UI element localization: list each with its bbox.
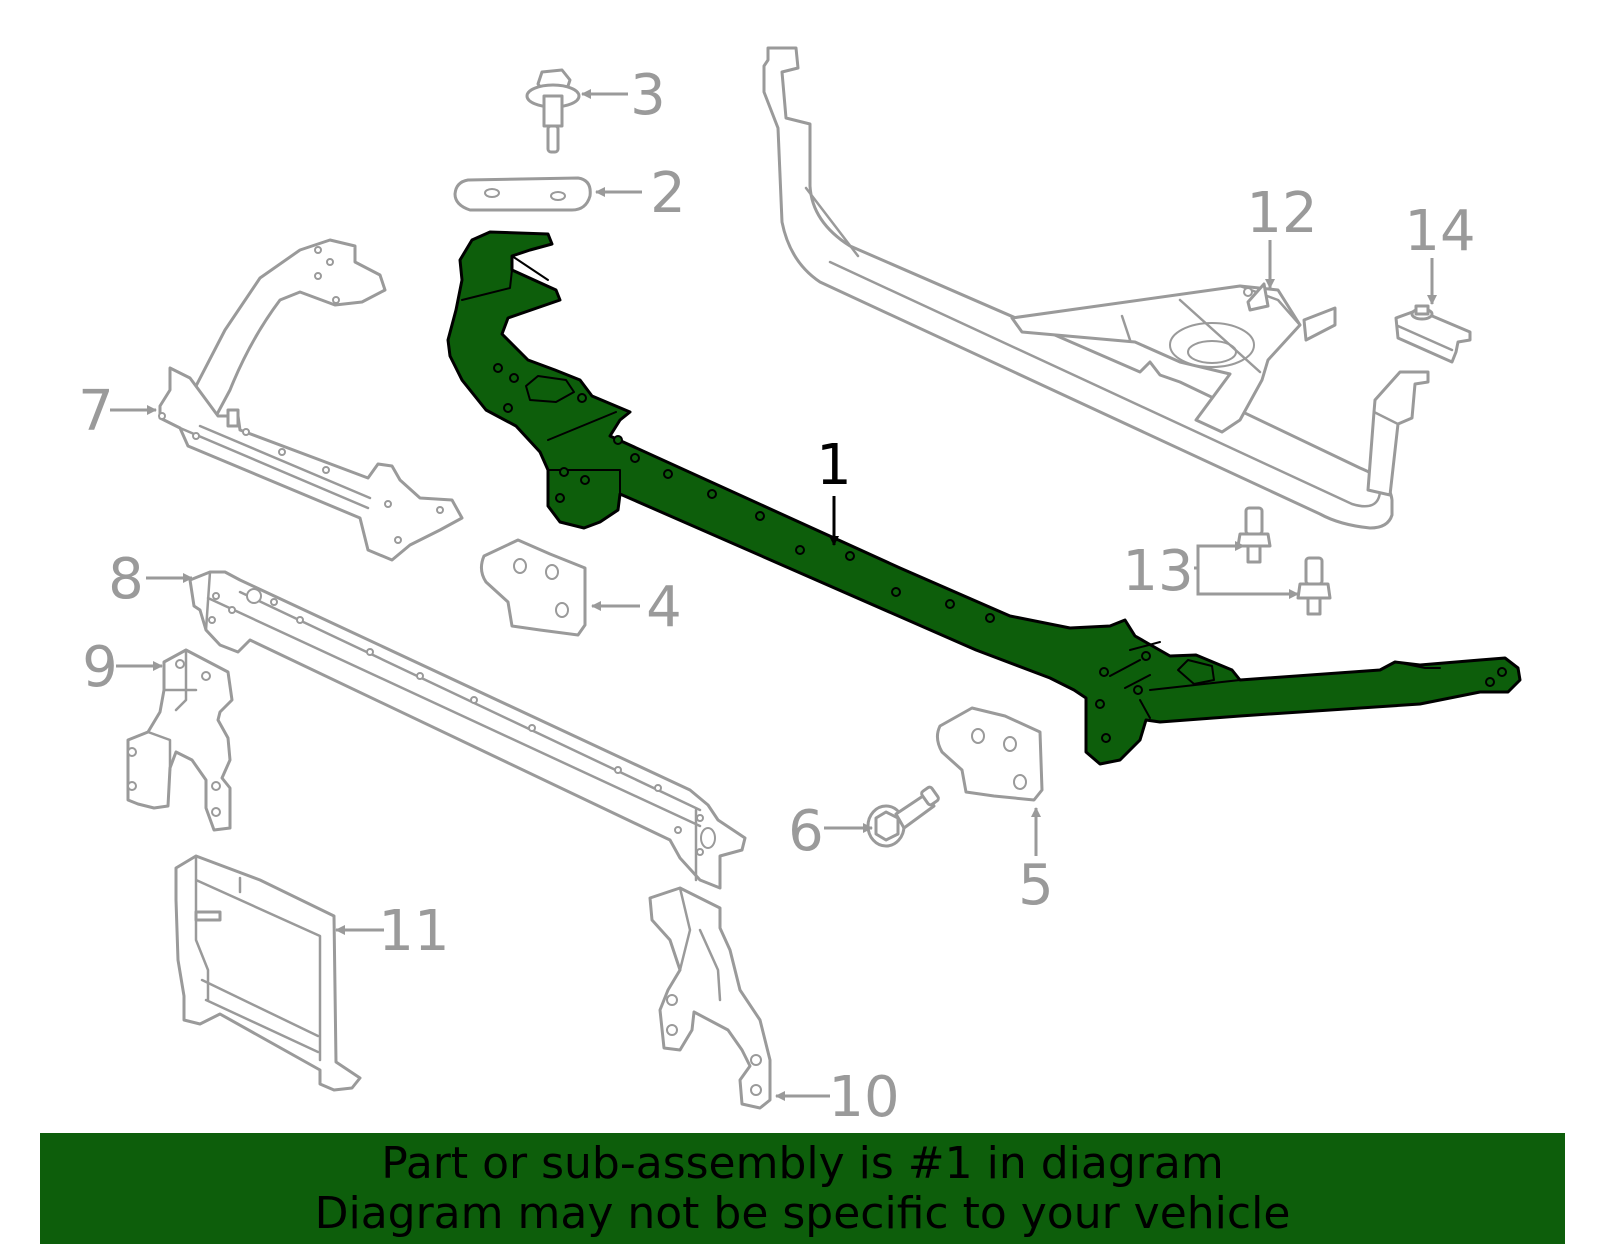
part-4-plate bbox=[479, 538, 587, 637]
part-12-upper-frame bbox=[762, 46, 1430, 530]
callout-7: 7 bbox=[78, 379, 114, 444]
info-banner: Part or sub-assembly is #1 in diagram Di… bbox=[40, 1133, 1565, 1244]
leader-lines bbox=[110, 89, 1437, 1101]
callout-10: 10 bbox=[828, 1065, 899, 1130]
callout-8: 8 bbox=[108, 547, 144, 612]
callout-1: 1 bbox=[816, 433, 852, 498]
part-1-crossmember bbox=[446, 230, 1522, 766]
part-7-upper-bracket bbox=[158, 238, 464, 562]
callout-6: 6 bbox=[788, 799, 824, 864]
part-8-tie-bar bbox=[188, 570, 747, 890]
part-10-bracket bbox=[648, 886, 772, 1110]
part-5-plate bbox=[935, 706, 1044, 802]
part-11-panel bbox=[174, 854, 362, 1092]
callout-9: 9 bbox=[82, 635, 118, 700]
callout-14: 14 bbox=[1404, 199, 1475, 264]
callout-11: 11 bbox=[378, 899, 449, 964]
part-6-bolt bbox=[866, 785, 940, 848]
callout-5: 5 bbox=[1018, 853, 1054, 918]
callout-13: 13 bbox=[1122, 539, 1193, 604]
part-2-plate bbox=[453, 176, 592, 212]
banner-line-2: Diagram may not be specific to your vehi… bbox=[314, 1187, 1291, 1239]
callout-3: 3 bbox=[630, 63, 666, 128]
part-3-bolt bbox=[525, 68, 581, 154]
callout-12: 12 bbox=[1246, 181, 1317, 246]
callout-4: 4 bbox=[646, 575, 682, 640]
part-13-bolts bbox=[1236, 506, 1332, 616]
part-9-bracket bbox=[126, 648, 234, 832]
banner-line-1: Part or sub-assembly is #1 in diagram bbox=[381, 1137, 1224, 1189]
callout-2: 2 bbox=[650, 161, 686, 226]
part-14-clip-nut bbox=[1394, 304, 1472, 364]
